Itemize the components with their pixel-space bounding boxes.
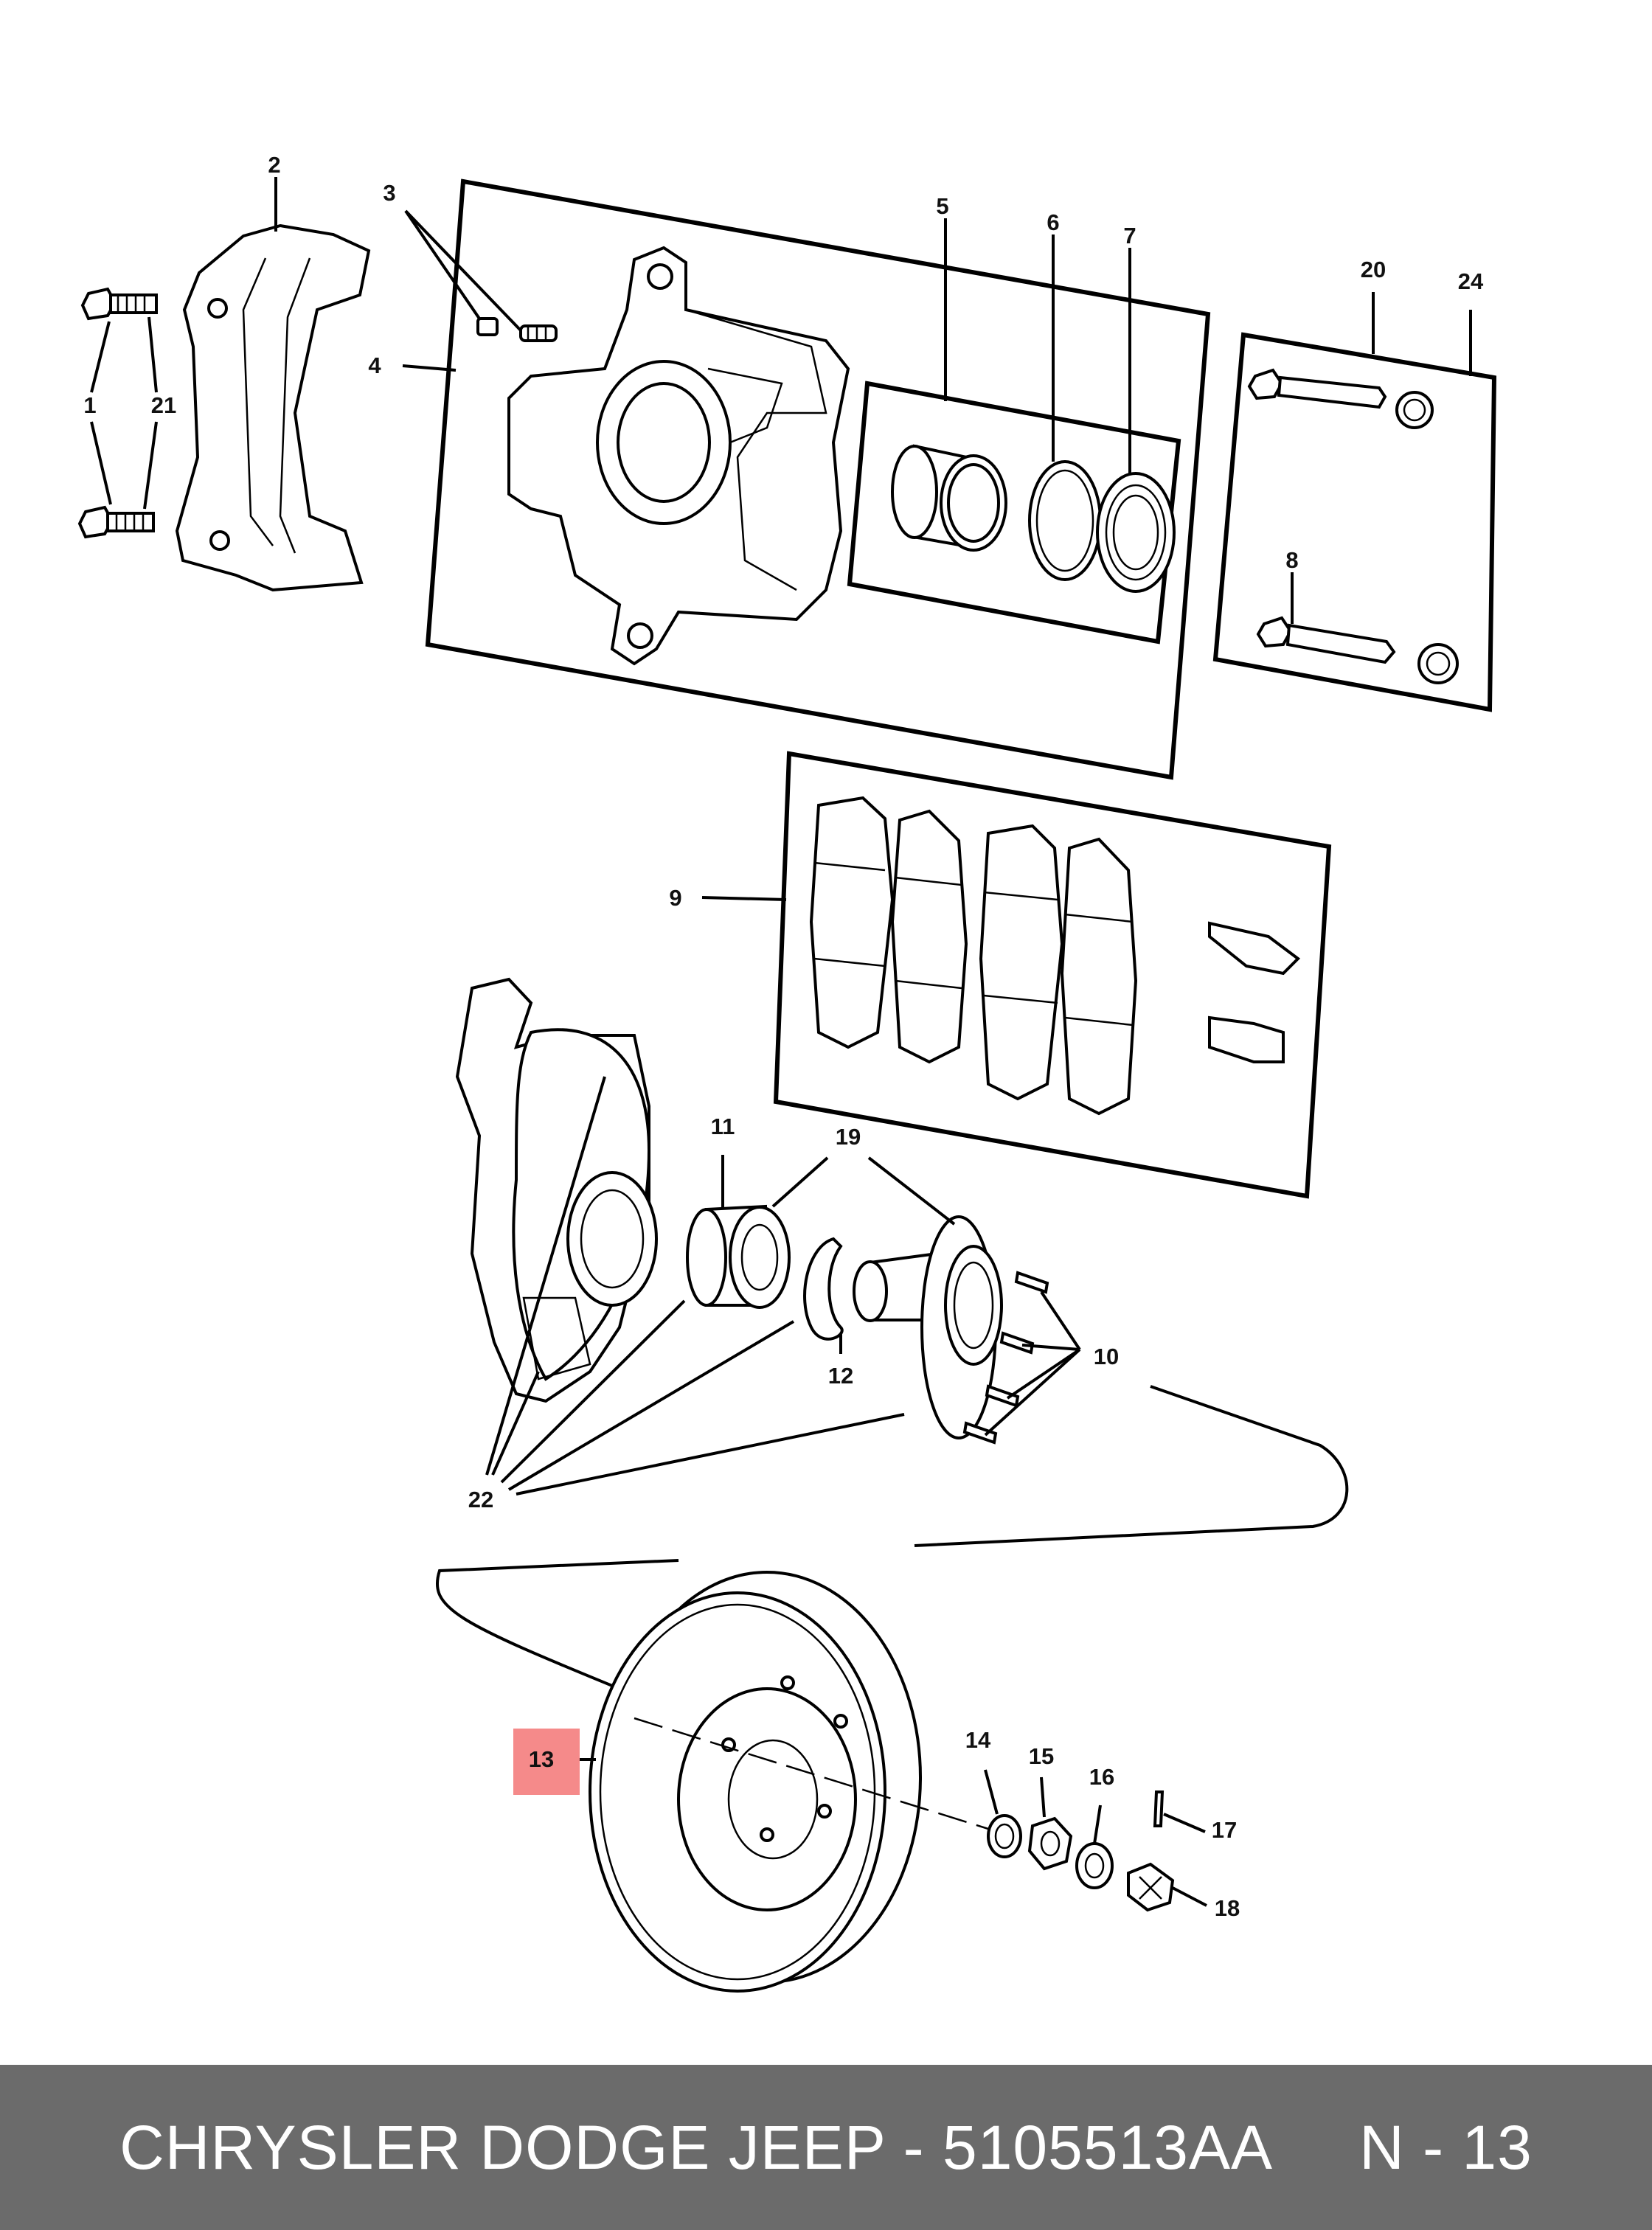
brake-assembly-diagram: 2 3 4 1 21 5 6 7 20 24 8 9 11 19 12 10 2… <box>77 152 1497 1993</box>
callout-7: 7 <box>1123 223 1136 249</box>
callout-8: 8 <box>1285 547 1298 573</box>
callout-15: 15 <box>1029 1743 1054 1769</box>
callout-1: 1 <box>83 392 96 418</box>
guide-pins <box>1247 368 1459 684</box>
footer-bar: CHRYSLER DODGE JEEP - 5105513AA N - 13 <box>0 2065 1652 2230</box>
knuckle-splash-shield <box>455 977 658 1403</box>
leader-lines <box>90 177 1472 1907</box>
callout-4: 4 <box>368 352 381 378</box>
piston <box>891 444 1007 552</box>
wheel-hub <box>853 1215 1003 1439</box>
brake-pad-box <box>773 751 1332 1199</box>
callout-20: 20 <box>1361 257 1386 282</box>
callout-21: 21 <box>151 392 176 418</box>
exploded-view-outline <box>435 1385 1349 1690</box>
piston-seal <box>1028 460 1102 581</box>
brake-rotor <box>589 1571 922 1993</box>
callout-11: 11 <box>711 1114 735 1139</box>
callout-18: 18 <box>1215 1895 1240 1921</box>
bleeder-screws <box>476 317 558 342</box>
callout-14: 14 <box>965 1727 991 1753</box>
callout-24: 24 <box>1458 268 1484 294</box>
bracket-bolts <box>77 287 158 539</box>
callout-3: 3 <box>383 180 395 206</box>
callout-9: 9 <box>669 885 681 911</box>
dust-boot <box>1096 472 1176 593</box>
wheel-studs <box>962 1271 1049 1445</box>
caliper-box <box>425 178 1211 780</box>
brake-pads <box>809 796 1301 1116</box>
wheel-bearing <box>686 1204 791 1309</box>
guide-pin-box <box>1212 332 1497 712</box>
callout-16: 16 <box>1089 1764 1114 1790</box>
caliper-bracket <box>175 223 371 592</box>
callout-17: 17 <box>1212 1817 1237 1843</box>
snap-ring <box>803 1237 844 1341</box>
callout-6: 6 <box>1047 209 1059 235</box>
callout-22: 22 <box>468 1487 493 1512</box>
callout-2: 2 <box>268 152 280 178</box>
callout-13: 13 <box>529 1746 554 1772</box>
part-number-caption: CHRYSLER DODGE JEEP - 5105513AA N - 13 <box>119 2112 1533 2182</box>
axle-hardware <box>987 1790 1175 1912</box>
callout-12: 12 <box>828 1363 853 1389</box>
axis-centerline <box>634 1717 989 1830</box>
callout-5: 5 <box>936 193 948 219</box>
highlight-callout-13 <box>513 1729 580 1795</box>
callout-19: 19 <box>836 1124 861 1150</box>
callout-10: 10 <box>1094 1344 1119 1369</box>
piston-seal-box <box>847 381 1181 645</box>
caliper-body <box>507 246 850 666</box>
